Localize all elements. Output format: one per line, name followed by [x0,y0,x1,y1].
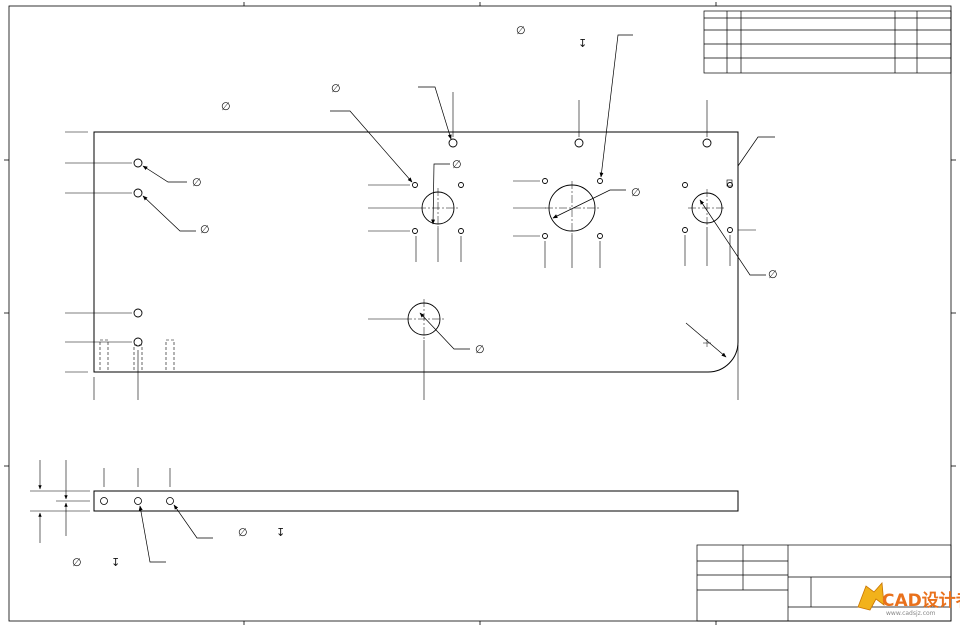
dimension-symbols: ∅ ↧ ∅ ∅ ∅ ∅ ∅ ∅ ∅ ∅ ∅ ↧ ∅ ↧ [72,24,778,569]
depth-symbol: ↧ [276,526,285,539]
drawing-border [4,2,956,625]
depth-symbol: ↧ [578,37,587,50]
cad-logo-icon [857,582,885,611]
logo-text: CAD设计者 [882,590,960,611]
diameter-symbol: ∅ [452,158,462,171]
watermark-logo: CAD设计者 www.cadsjz.com [857,582,960,617]
title-block [696,544,952,622]
extension-lines [65,92,756,400]
small-square-marker [726,179,733,187]
diameter-symbol: ∅ [475,343,485,356]
side-view [30,460,739,563]
plate-outline [93,131,739,373]
revision-table [703,10,952,74]
diameter-symbol: ∅ [238,526,248,539]
depth-symbol: ↧ [111,556,120,569]
centerlines [404,181,726,339]
leader-lines [142,34,775,358]
logo-subtext: www.cadsjz.com [886,610,936,617]
hidden-threaded-holes [99,339,175,373]
diameter-symbol: ∅ [768,268,778,281]
diameter-symbol: ∅ [192,176,202,189]
diameter-symbol: ∅ [516,24,526,37]
diameter-symbol: ∅ [72,556,82,569]
diameter-symbol: ∅ [631,186,641,199]
diameter-symbol: ∅ [331,82,341,95]
holes-front-view [133,138,733,347]
diameter-symbol: ∅ [200,223,210,236]
diameter-symbol: ∅ [221,100,231,113]
